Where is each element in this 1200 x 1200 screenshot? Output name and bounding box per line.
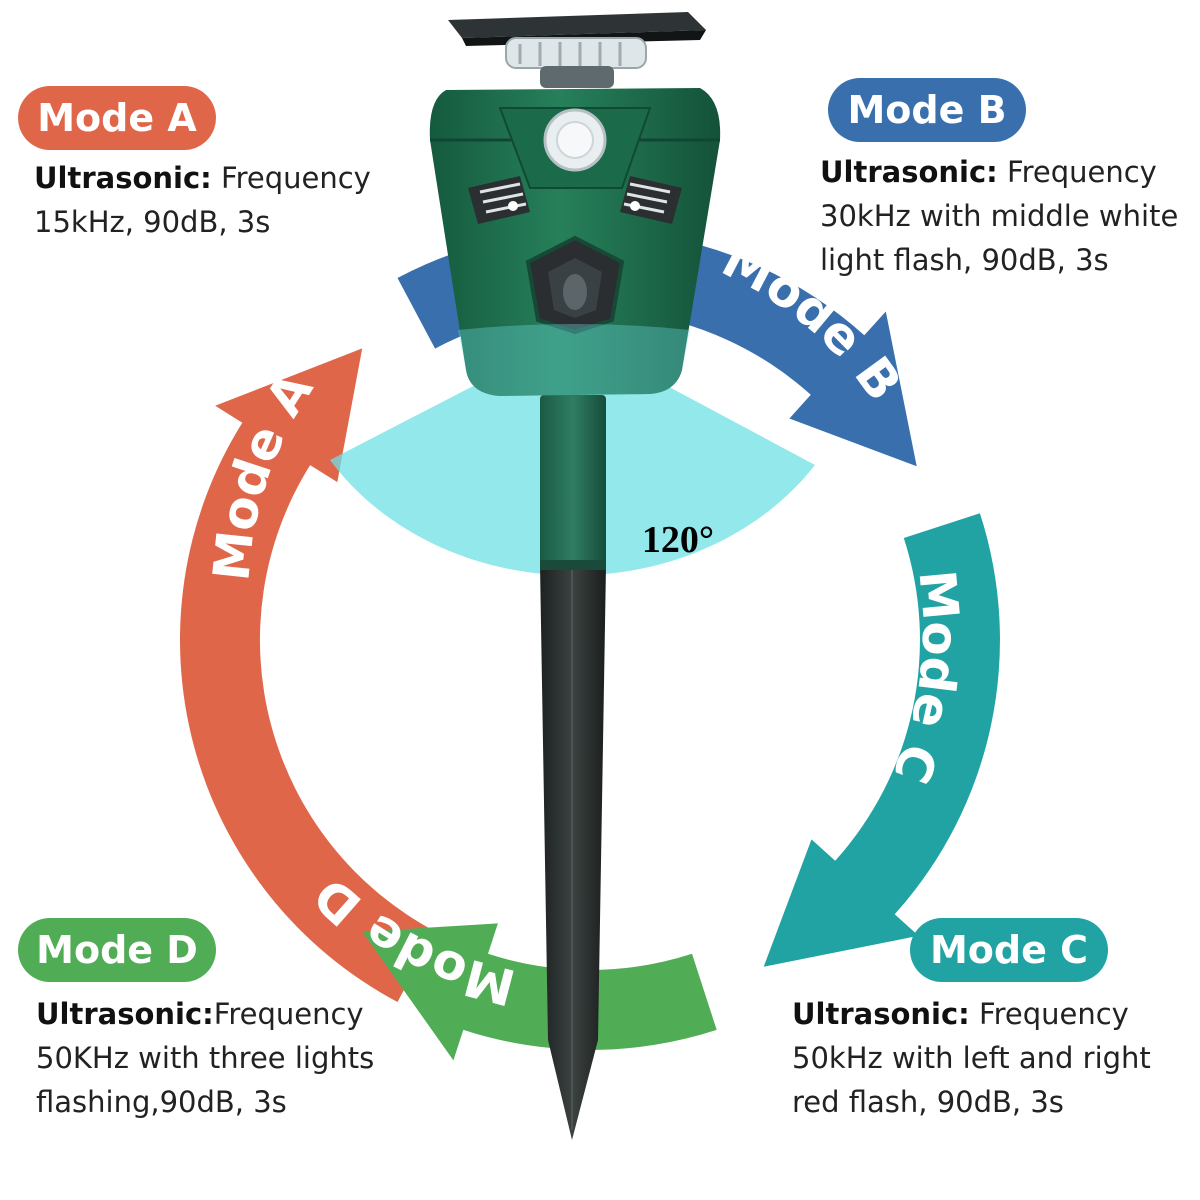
mode-b-badge: Mode B [828,78,1026,142]
arrow-mode-a [179,348,436,1002]
mode-b-heading: Ultrasonic: [820,155,998,189]
led-light-left [468,176,530,224]
arrow-mode-c [763,513,1000,967]
mode-b-line-2: 30kHz with middle white [820,199,1179,233]
mode-b-line-1: Frequency [997,155,1157,189]
detection-angle-label: 120° [642,519,714,561]
led-light-right [620,176,682,224]
mode-c-description: Ultrasonic: Frequency 50kHz with left an… [792,992,1151,1124]
arrow-mode-d [362,923,717,1061]
mode-a-description: Ultrasonic: Frequency 15kHz, 90dB, 3s [34,156,371,244]
mode-c-badge: Mode C [910,918,1108,982]
flash-lamp-dome [505,37,647,88]
ultrasonic-speaker [525,235,625,335]
mode-c-line-2: 50kHz with left and right [792,1041,1151,1075]
mode-a-line-1: Frequency [211,161,371,195]
mode-d-heading: Ultrasonic: [36,997,214,1031]
mode-d-description: Ultrasonic:Frequency 50KHz with three li… [36,992,374,1124]
mode-b-line-3: light flash, 90dB, 3s [820,243,1109,277]
mode-b-description: Ultrasonic: Frequency 30kHz with middle … [820,150,1178,282]
mode-c-line-1: Frequency [969,997,1129,1031]
mode-c-heading: Ultrasonic: [792,997,970,1031]
mode-d-line-1: Frequency [213,997,364,1031]
mode-a-badge: Mode A [18,86,216,150]
mode-a-line-2: 15kHz, 90dB, 3s [34,205,271,239]
ground-stake [540,395,606,1140]
mode-c-line-3: red flash, 90dB, 3s [792,1085,1064,1119]
mode-a-heading: Ultrasonic: [34,161,212,195]
repeller-device [429,12,721,396]
mode-d-badge: Mode D [18,918,216,982]
mode-d-line-2: 50KHz with three lights [36,1041,375,1075]
mode-d-line-3: flashing,90dB, 3s [36,1085,287,1119]
